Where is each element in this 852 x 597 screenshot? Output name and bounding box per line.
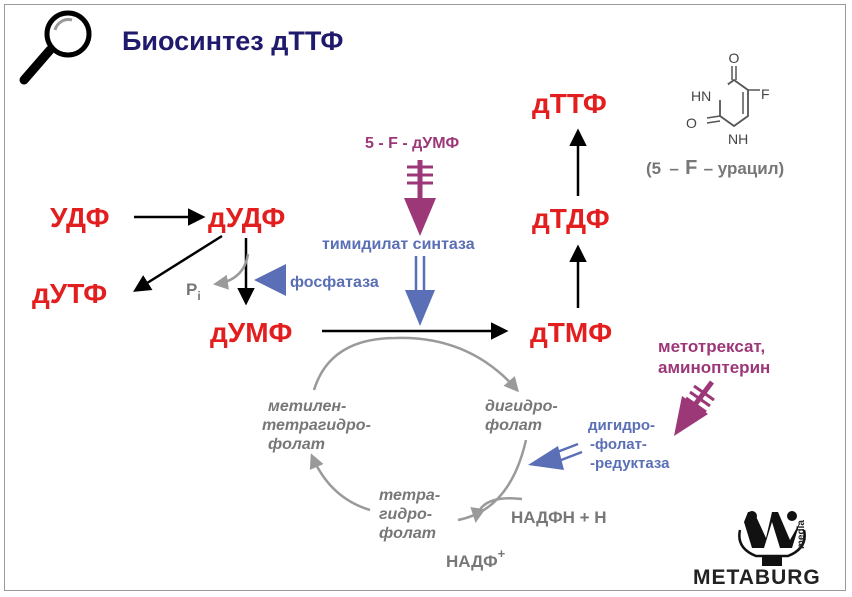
thymidylate-synthase-label: тимидилат синтаза (322, 236, 475, 253)
nadph-label: НАДФН + Н (511, 508, 607, 527)
nh-label: NH (728, 131, 748, 147)
dudp-to-dutp-arrow (133, 234, 223, 292)
dttp-label: дТТФ (532, 88, 607, 119)
dhfr-label: дигидро- -фолат- -редуктаза (588, 417, 670, 472)
metaburg-logo: media METABURG (693, 511, 821, 589)
magnifier-icon (19, 10, 92, 85)
oxo-top-label: O (729, 50, 740, 66)
methylene-thf-label: метилен- тетрагидро- фолат (262, 398, 375, 453)
methotrexate-inhibitor-arrow (674, 380, 715, 436)
fluorine-label: F (761, 86, 770, 102)
metaburg-wordmark: METABURG (693, 566, 821, 589)
dhfr-arrow (528, 442, 583, 470)
fluorouracil-structure: O HN F O NH (686, 50, 770, 147)
nadp-label: НАДФ+ (446, 546, 506, 571)
dihydrofolate-label: дигидро- фолат (485, 398, 562, 434)
thymidylate-synthase-arrow (405, 256, 435, 326)
udp-label: УДФ (50, 202, 109, 233)
dtmp-label: дТМФ (530, 317, 612, 348)
thf-to-methylene-thf-arc (309, 453, 371, 512)
dump-label: дУМФ (210, 317, 292, 348)
pi-label: Pi (186, 280, 201, 303)
metaburg-media-label: media (796, 520, 807, 549)
hn-label: HN (691, 88, 711, 104)
methylene-thf-to-dhf-arc (312, 336, 519, 393)
tetrahydrofolate-label: тетра- гидро- фолат (379, 487, 445, 542)
five-f-dump-label: 5 - F - дУМФ (365, 135, 460, 152)
phosphatase-arrowhead (254, 264, 286, 296)
dudp-label: дУДФ (208, 202, 285, 233)
metaburg-emblem-icon (738, 511, 806, 566)
oxo-left-label: O (686, 115, 697, 131)
fluorouracil-caption: (5 – F – урацил) (646, 157, 784, 179)
dtdp-label: дТДФ (532, 203, 610, 234)
slide-frame (4, 4, 846, 591)
five-f-dump-inhibitor-arrow (404, 160, 436, 236)
pi-release-arrow (213, 253, 250, 290)
dhf-to-thf-arc (457, 439, 528, 522)
phosphatase-label: фосфатаза (290, 274, 379, 291)
methotrexate-label: метотрексат, аминоптерин (658, 337, 770, 377)
page-title: Биосинтез дТТФ (122, 26, 343, 56)
dutp-label: дУТФ (32, 278, 107, 309)
nadph-to-nadp-arrow (470, 496, 523, 523)
